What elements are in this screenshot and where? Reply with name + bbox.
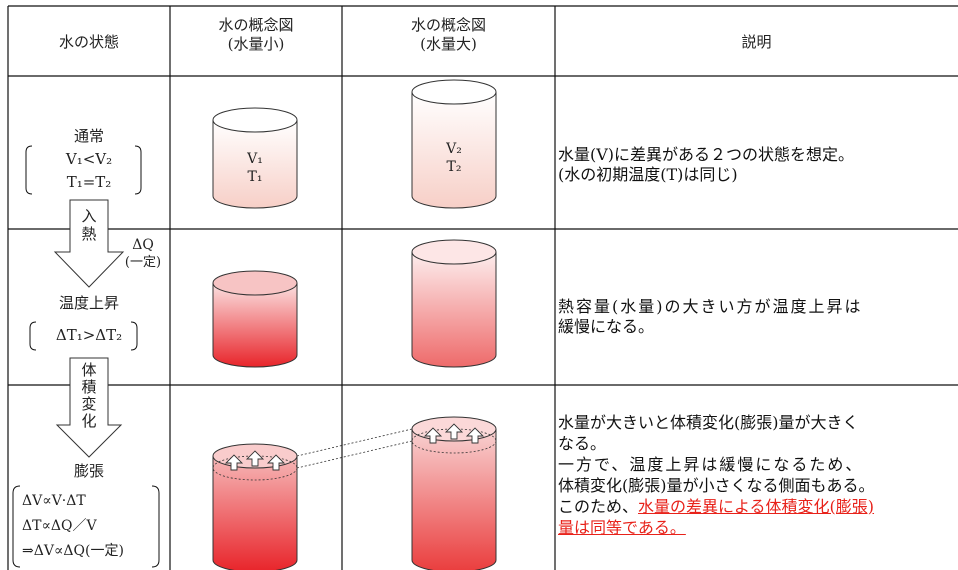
description-normal-line1: 水量(V)に差異がある２つの状態を想定。 <box>558 145 855 164</box>
delta-q-label: ΔQ (一定) <box>118 236 168 272</box>
up-arrows-small <box>224 450 286 471</box>
condition-conclusion: ⇒ΔV∝ΔQ(一定) <box>22 543 124 559</box>
condition-brackets <box>12 145 160 568</box>
volume-arrow-char4: 化 <box>81 412 97 430</box>
large-cylinder-label: V₂ T₂ <box>412 140 496 176</box>
large-v-label: V₂ <box>446 141 462 157</box>
condition-v: V₁<V₂ <box>65 150 113 168</box>
table-grid <box>7 5 958 570</box>
volume-arrow-char3: 変 <box>81 395 97 413</box>
description-expansion-line3: 一方で、温度上昇は緩慢になるため、 <box>558 455 864 474</box>
delta-q-note: (一定) <box>124 255 162 270</box>
header-description: 説明 <box>741 33 772 51</box>
volume-arrow-char1: 体 <box>81 361 97 379</box>
description-normal: 水量(V)に差異がある２つの状態を想定。 (水の初期温度(T)は同じ) <box>558 145 956 185</box>
header-water-state: 水の状態 <box>58 33 119 51</box>
small-cylinder-label: V₁ T₁ <box>213 150 297 186</box>
description-normal-line2: (水の初期温度(T)は同じ) <box>558 165 738 184</box>
delta-q-symbol: ΔQ <box>132 237 154 253</box>
header-small-line1: 水の概念図 <box>218 16 294 34</box>
description-expansion-line6: 量は同等である。 <box>558 517 956 538</box>
large-t-label: T₂ <box>446 159 462 175</box>
state-normal-title: 通常 <box>73 127 104 145</box>
description-expansion-highlight-1: 水量の差異による体積変化(膨張) <box>638 497 875 516</box>
state-temp-rise-title: 温度上昇 <box>58 294 119 312</box>
cylinder-large-heated <box>411 239 497 368</box>
description-expansion-line2: なる。 <box>558 434 607 453</box>
volume-arrow-char2: 積 <box>81 378 97 396</box>
heat-arrow-label: 入 熱 <box>70 207 108 243</box>
state-expansion-title: 膨張 <box>73 462 104 480</box>
header-large-volume: 水の概念図 (水量大) <box>342 16 555 54</box>
description-expansion-line5: このため、水量の差異による体積変化(膨張) <box>558 496 956 517</box>
volume-change-arrow <box>55 357 123 458</box>
cylinder-small-heated <box>212 270 298 368</box>
description-expansion-highlight-2: 量は同等である。 <box>558 518 686 537</box>
state-expansion-condition: ΔV∝V·ΔT ΔT∝ΔQ／V ⇒ΔV∝ΔQ(一定) <box>22 489 162 564</box>
volume-arrow-label: 体 積 変 化 <box>70 362 108 430</box>
header-large-line2: (水量大) <box>420 35 477 53</box>
description-temp-rise-line2: 緩慢になる。 <box>558 317 655 336</box>
condition-dv: ΔV∝V·ΔT <box>22 493 86 509</box>
description-expansion-line1: 水量が大きいと体積変化(膨張)量が大きく <box>558 413 859 432</box>
state-temp-rise-condition: ΔT₁>ΔT₂ <box>55 326 123 344</box>
description-expansion-line5-plain: このため、 <box>558 497 639 516</box>
description-temp-rise-line1: 熱容量(水量)の大きい方が温度上昇は <box>558 297 863 316</box>
cylinder-small-normal <box>212 107 298 209</box>
cylinder-large-expanded <box>411 416 497 570</box>
description-temp-rise: 熱容量(水量)の大きい方が温度上昇は 緩慢になる。 <box>558 297 956 337</box>
heat-arrow-char2: 熱 <box>81 225 97 243</box>
expansion-connector-lines <box>296 428 413 469</box>
description-expansion: 水量が大きいと体積変化(膨張)量が大きく なる。 一方で、温度上昇は緩慢になるた… <box>558 412 956 538</box>
condition-dt: ΔT∝ΔQ／V <box>22 518 97 534</box>
header-large-line1: 水の概念図 <box>410 16 486 34</box>
state-normal-condition: V₁<V₂ T₁=T₂ <box>8 150 170 192</box>
header-small-volume: 水の概念図 (水量小) <box>170 16 342 54</box>
up-arrows-large <box>423 423 485 444</box>
description-expansion-line4: 体積変化(膨張)量が小さくなる側面もある。 <box>558 476 875 495</box>
cylinder-large-normal <box>411 79 497 209</box>
heat-arrow-char1: 入 <box>81 207 97 225</box>
heat-input-arrow <box>53 199 125 288</box>
header-small-line2: (水量小) <box>227 35 285 53</box>
condition-t: T₁=T₂ <box>66 173 112 191</box>
small-t-label: T₁ <box>247 169 263 185</box>
small-v-label: V₁ <box>247 151 263 167</box>
